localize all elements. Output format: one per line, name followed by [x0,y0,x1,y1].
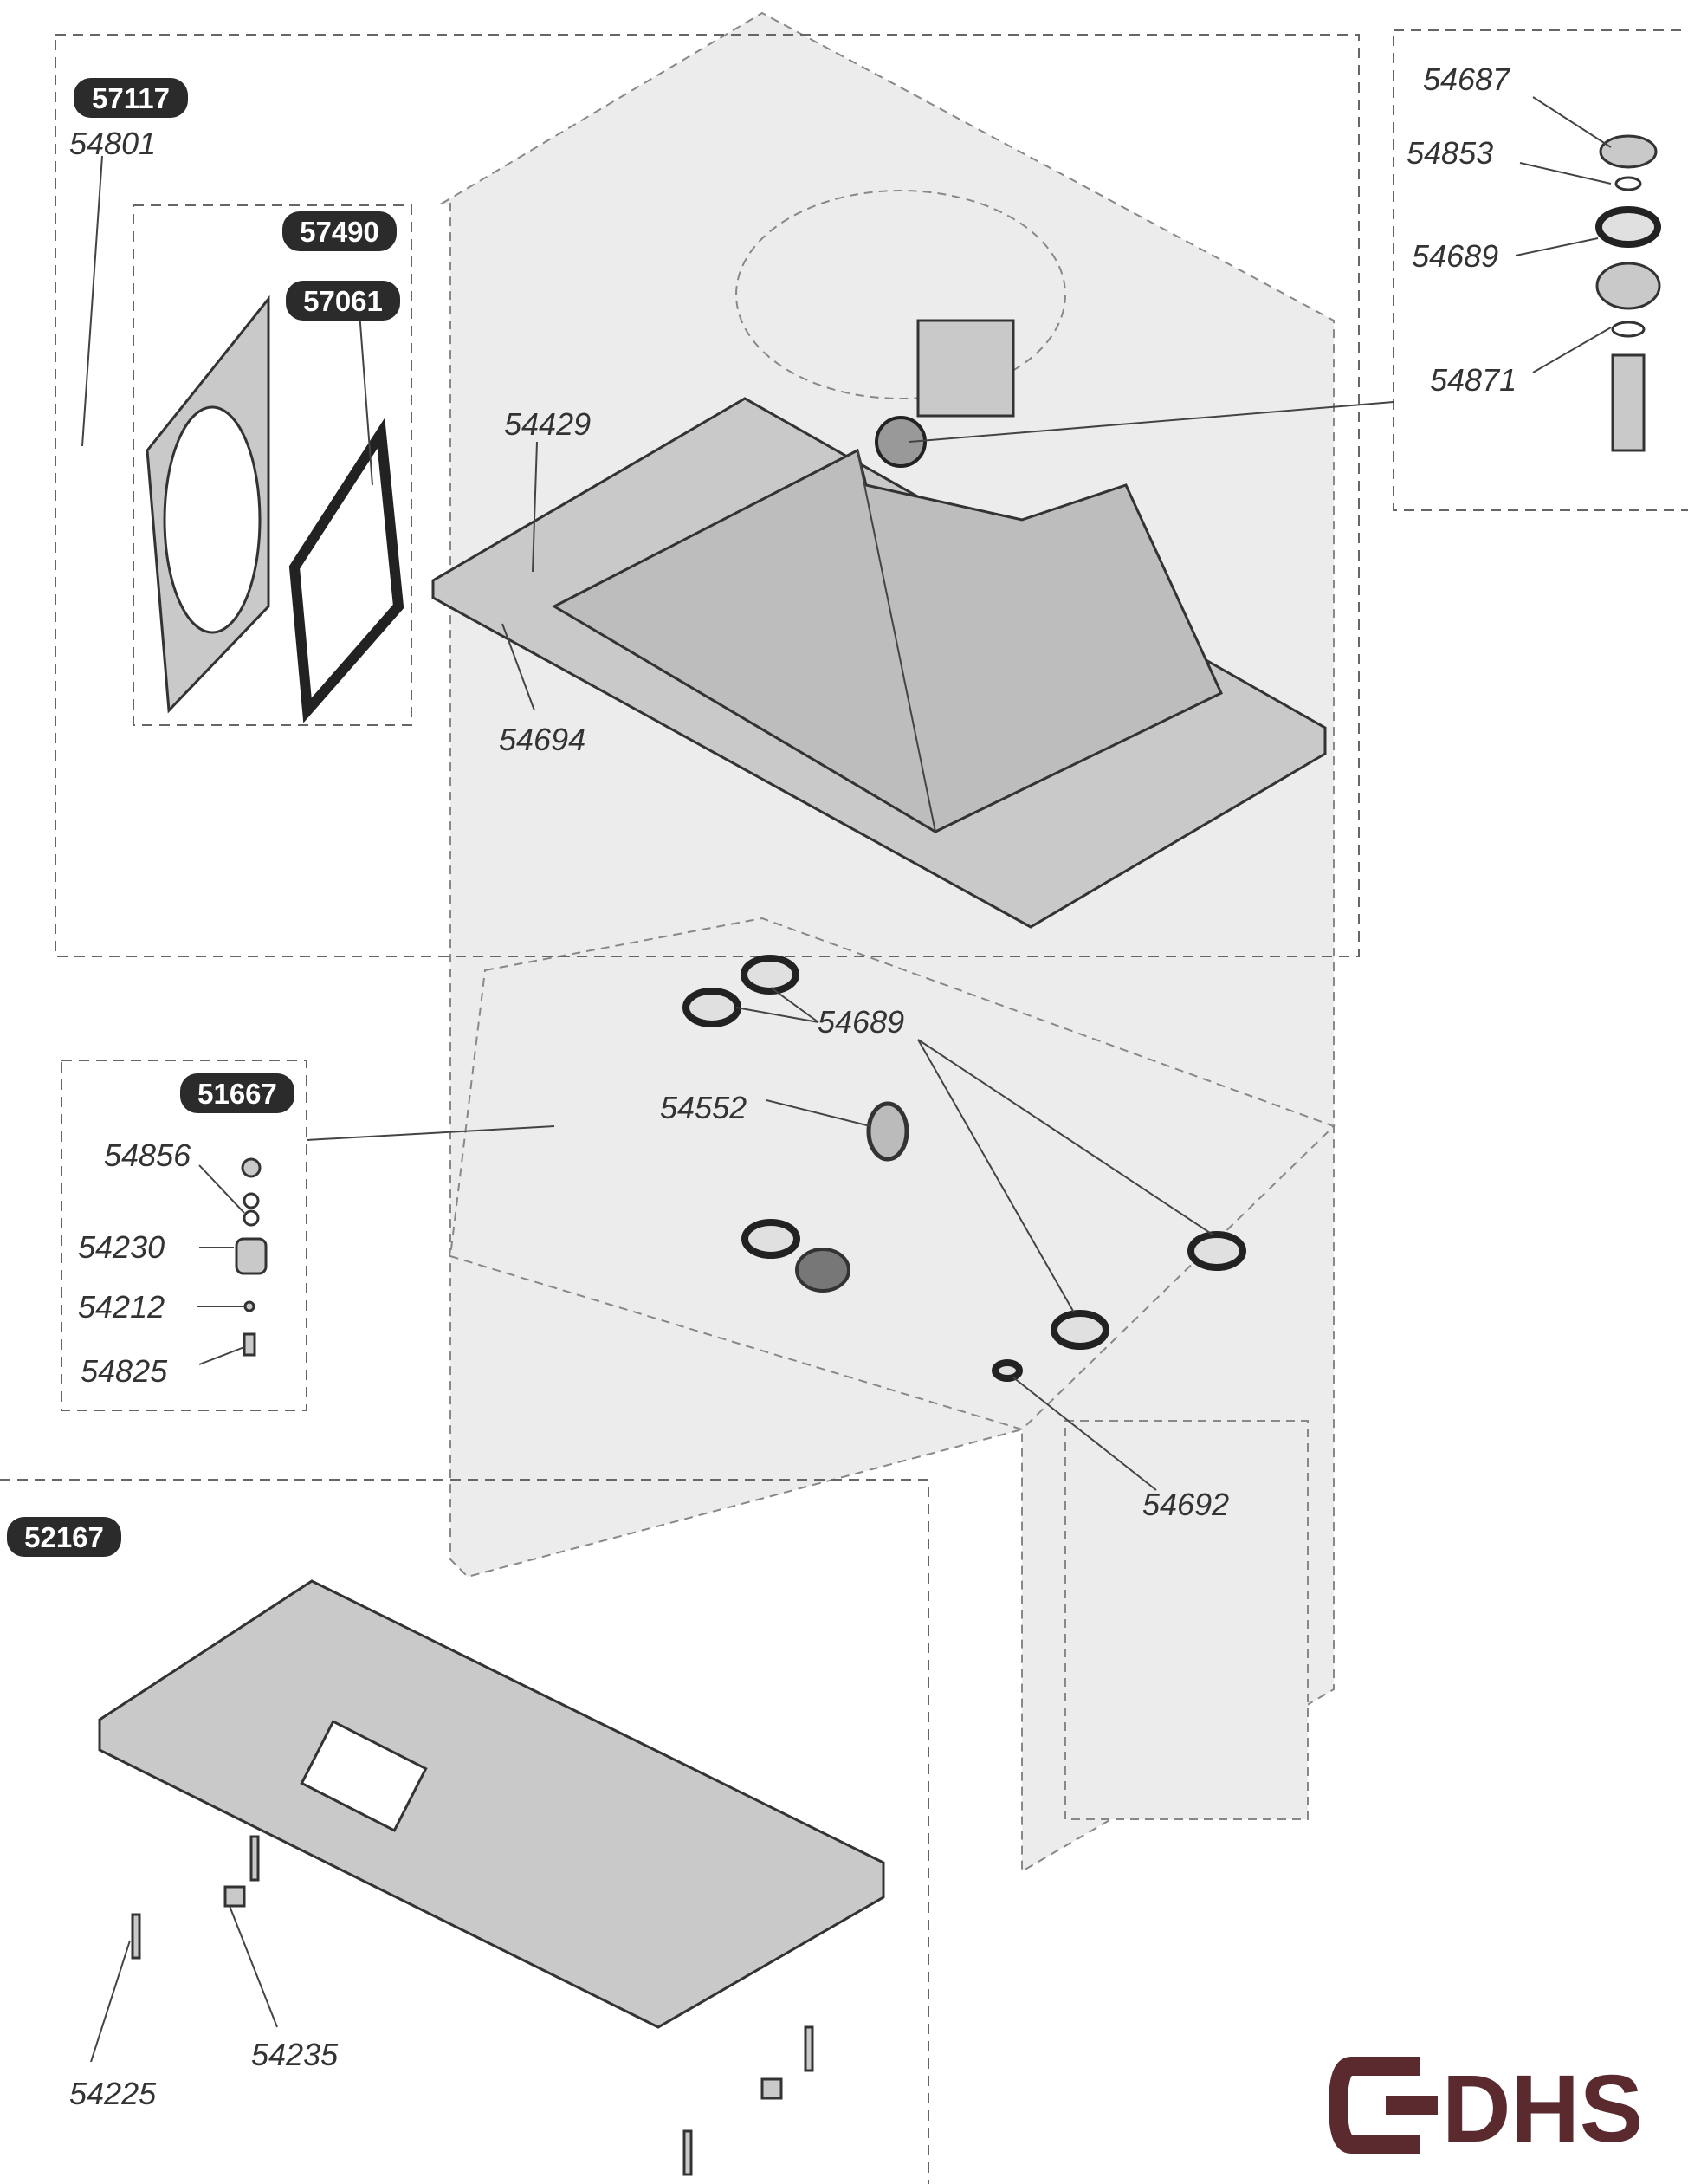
group-box-57490 [133,204,412,726]
valve-parts [235,1157,268,1357]
top-pan [431,319,1327,929]
kit-badge-57061: 57061 [286,281,400,321]
part-label: 54825 [81,1353,168,1389]
part-label: 54552 [660,1090,747,1125]
group-box-51667 [61,1060,307,1411]
filler-parts [1595,134,1661,452]
group-box-filler [1393,29,1688,511]
part-label: 54429 [504,406,591,442]
seals [682,955,1246,1382]
kit-badge-51667: 51667 [180,1073,294,1113]
part-label: 54801 [69,126,156,161]
part-label: 54853 [1407,135,1493,171]
door-frame [146,295,404,723]
cabinet-outline [438,11,1336,1873]
part-label: 54856 [104,1137,191,1173]
part-label: 54689 [818,1004,904,1040]
leader-lines [81,96,1612,2063]
svg-text:51667: 51667 [197,1078,277,1110]
part-label: 54235 [251,2037,339,2072]
svg-text:57117: 57117 [92,82,170,114]
part-label: 54692 [1142,1487,1229,1522]
group-box-52167 [0,1479,929,2184]
group-box-main [55,34,1360,957]
part-label: 54694 [499,722,585,757]
part-label: 54230 [78,1229,165,1265]
kit-badge-52167: 52167 [7,1517,121,1557]
part-label: 54225 [69,2076,157,2111]
part-label: 54687 [1423,62,1511,97]
kit-badge-57490: 57490 [282,211,397,251]
svg-text:52167: 52167 [24,1521,104,1553]
base-plate [98,1579,885,2176]
svg-text:57490: 57490 [300,216,379,248]
svg-text:DHS: DHS [1442,2056,1643,2162]
part-label: 54871 [1430,362,1517,398]
part-label: 54689 [1412,238,1498,274]
part-label: 54212 [78,1289,165,1325]
kit-badge-57117: 57117 [74,78,188,118]
dhs-logo: DHS [1328,2056,1643,2162]
svg-text:57061: 57061 [303,285,383,317]
